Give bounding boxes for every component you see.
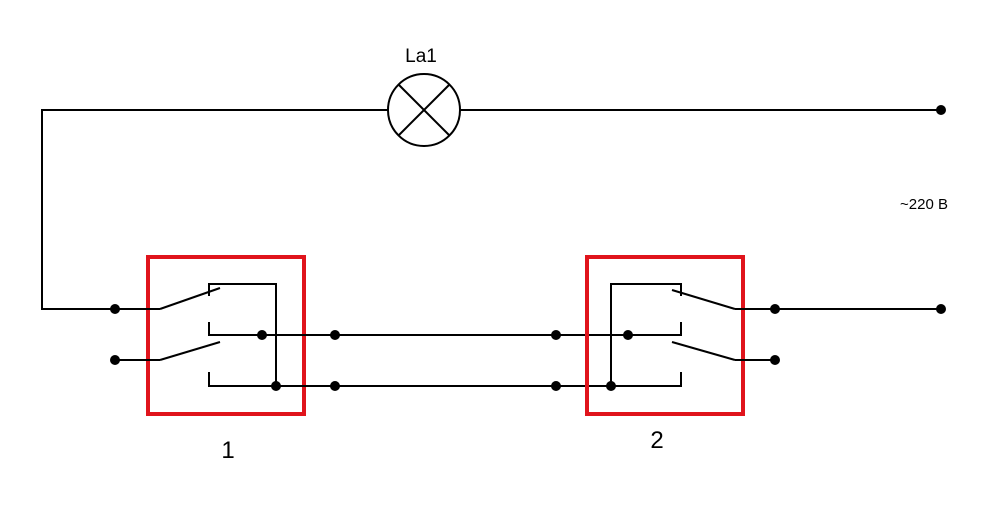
switch-2-contacts bbox=[606, 283, 941, 391]
s1-terminal-top bbox=[110, 304, 120, 314]
s2-terminal-bottom bbox=[770, 355, 780, 365]
traveler-node-2 bbox=[330, 381, 340, 391]
lamp-cross-icon bbox=[387, 73, 461, 147]
switch-2-label: 2 bbox=[650, 427, 663, 454]
switch-2-frame bbox=[585, 255, 745, 416]
s2-contact-middle bbox=[628, 322, 682, 336]
s1-contact-lower bbox=[208, 372, 276, 387]
s1-contact-middle bbox=[208, 322, 262, 336]
s1-lever-bottom bbox=[159, 341, 221, 361]
traveler-node-4 bbox=[551, 381, 561, 391]
switch-1-contacts bbox=[115, 283, 281, 391]
traveler-node-1 bbox=[330, 330, 340, 340]
s2-terminal-top bbox=[770, 304, 780, 314]
supply-terminal-top bbox=[936, 105, 946, 115]
s2-contact-lower bbox=[611, 372, 682, 387]
s2-lever-bottom bbox=[671, 341, 736, 361]
lamp-label: La1 bbox=[405, 46, 437, 67]
traveler-node-3 bbox=[551, 330, 561, 340]
wire-left-loop bbox=[41, 109, 388, 310]
s1-terminal-bottom bbox=[110, 355, 120, 365]
lamp-cross-line-2 bbox=[398, 84, 450, 136]
switch-1-label: 1 bbox=[221, 437, 234, 464]
supply-label: ~220 В bbox=[900, 196, 948, 213]
lamp-la1 bbox=[387, 73, 461, 147]
s1-lever-top bbox=[159, 287, 221, 310]
s2-node-lower bbox=[606, 381, 616, 391]
s2-lever-top bbox=[671, 289, 736, 310]
s2-node-middle bbox=[623, 330, 633, 340]
s2-contact-upper bbox=[610, 283, 682, 386]
